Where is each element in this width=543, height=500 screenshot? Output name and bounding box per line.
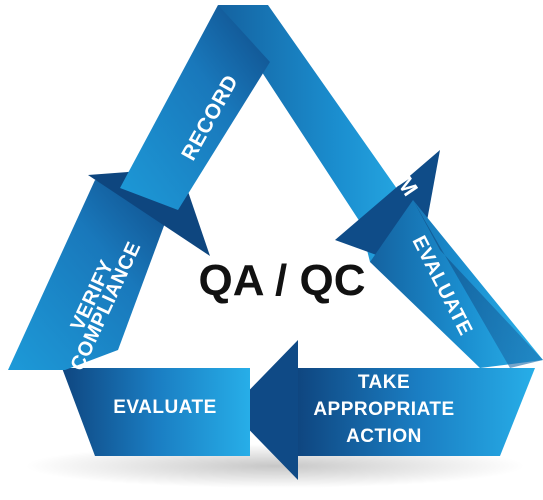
corner-fold-right [413, 200, 543, 368]
step-take-action-line3: ACTION [346, 426, 422, 447]
center-label: QA / QC [198, 256, 365, 305]
arrow-evaluate-bottom [62, 368, 250, 456]
step-take-action-line2: APPROPRIATE [313, 399, 454, 420]
arrow-take-action [298, 368, 535, 456]
step-take-action-line1: TAKE [358, 372, 410, 393]
arrow-verify-compliance [8, 180, 175, 370]
arrow-record [120, 5, 270, 210]
arrow-take-action-head [230, 340, 298, 480]
step-evaluate-bottom: EVALUATE [113, 397, 217, 418]
